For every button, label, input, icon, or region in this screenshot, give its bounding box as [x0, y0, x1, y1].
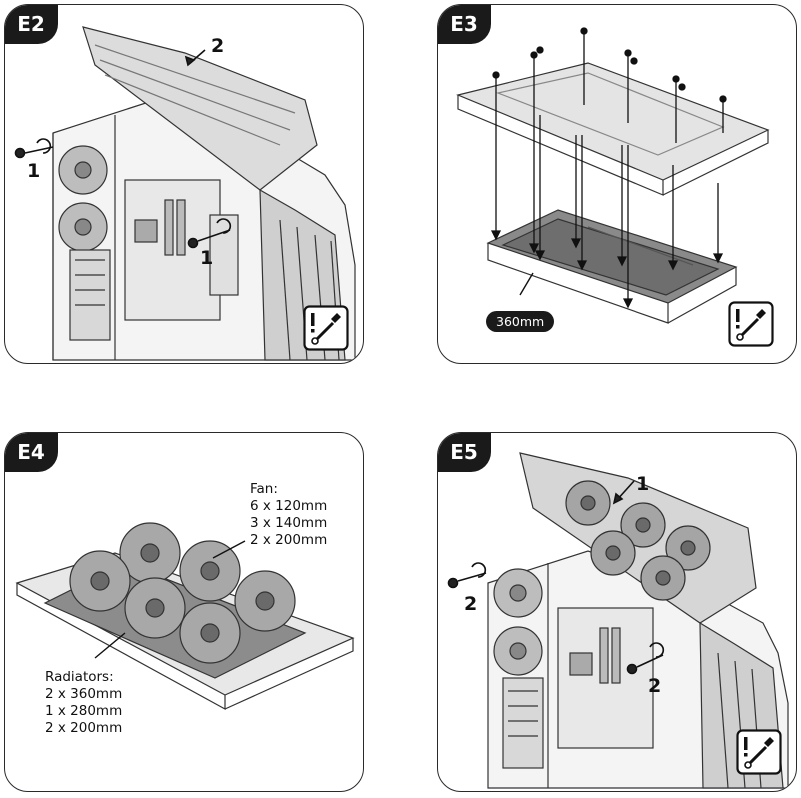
screw-icon [187, 237, 199, 249]
radiator-mount-illustration [456, 27, 770, 324]
screw-icon [447, 577, 459, 589]
panel-e4: E4 Fan: 6 x 120mm 3 x 140mm 2 x 200mm Ra… [4, 432, 364, 792]
fan-icon [179, 540, 241, 602]
step-callout-2b: 2 [648, 675, 662, 697]
step-callout-2: 2 [464, 593, 478, 615]
fan-radiator-bracket-illustration [15, 522, 355, 711]
step-tag: E2 [5, 5, 58, 44]
screw-icon [14, 147, 26, 159]
fan-spec-title: Fan: [250, 481, 278, 497]
step-callout-1: 1 [27, 160, 41, 182]
screwdriver-caution-icon [728, 301, 774, 347]
fan-icon [124, 577, 186, 639]
fan-icon [179, 602, 241, 664]
screw-icon [626, 663, 638, 675]
fan-icon [69, 550, 131, 612]
fan-spec-item: 3 x 140mm [250, 515, 328, 531]
fan-spec-item: 6 x 120mm [250, 498, 328, 514]
radiator-size-label: 360mm [486, 311, 555, 332]
step-callout-1: 1 [636, 473, 650, 495]
screwdriver-caution-icon [303, 305, 349, 351]
radiator-spec-list: Radiators: 2 x 360mm 1 x 280mm 2 x 200mm [45, 669, 122, 737]
case-close-top-illustration [447, 452, 789, 789]
step-callout-1b: 1 [200, 247, 214, 269]
radiator-spec-item: 2 x 200mm [45, 720, 123, 736]
step-callout-2: 2 [211, 35, 225, 57]
step-tag: E3 [438, 5, 491, 44]
fan-spec-list: Fan: 6 x 120mm 3 x 140mm 2 x 200mm [250, 481, 327, 549]
screwdriver-caution-icon [736, 729, 782, 775]
panel-e3: E3 360mm [437, 4, 797, 364]
radiator-spec-item: 1 x 280mm [45, 703, 123, 719]
radiator-spec-title: Radiators: [45, 669, 114, 685]
fan-icon [234, 570, 296, 632]
panel-e2: E2 1 1 2 [4, 4, 364, 364]
fan-spec-item: 2 x 200mm [250, 532, 328, 548]
radiator-spec-item: 2 x 360mm [45, 686, 123, 702]
step-tag: E4 [5, 433, 58, 472]
case-open-top-illustration [14, 26, 356, 361]
step-tag: E5 [438, 433, 491, 472]
panel-e5: E5 1 2 2 [437, 432, 797, 792]
